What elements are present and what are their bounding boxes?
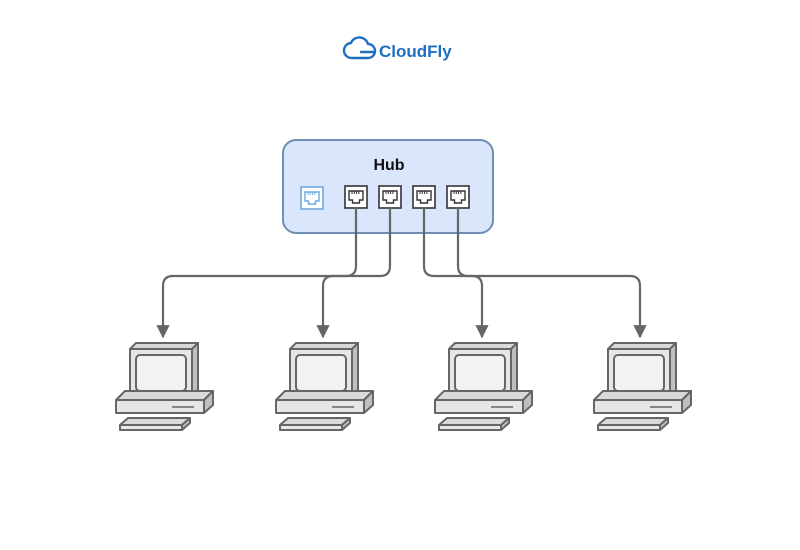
cable-4 bbox=[456, 208, 647, 339]
brand-name: CloudFly bbox=[379, 42, 452, 61]
ethernet-port-icon bbox=[446, 185, 470, 209]
cables bbox=[156, 208, 647, 339]
desktop-computer-icon bbox=[434, 342, 533, 431]
cable-3 bbox=[422, 208, 489, 339]
cable-1 bbox=[156, 208, 358, 339]
computers bbox=[115, 342, 692, 431]
ethernet-port-icon bbox=[378, 185, 402, 209]
brand-logo: CloudFly bbox=[342, 36, 452, 61]
ethernet-port-icon bbox=[344, 185, 368, 209]
desktop-computer-icon bbox=[275, 342, 374, 431]
cable-2 bbox=[316, 208, 392, 339]
cloud-icon bbox=[342, 36, 377, 60]
desktop-computer-icon bbox=[115, 342, 214, 431]
desktop-computer-icon bbox=[593, 342, 692, 431]
hub-device: Hub bbox=[282, 139, 494, 234]
hub-label: Hub bbox=[373, 157, 404, 174]
ethernet-port-icon bbox=[412, 185, 436, 209]
uplink-port-icon bbox=[300, 186, 324, 210]
